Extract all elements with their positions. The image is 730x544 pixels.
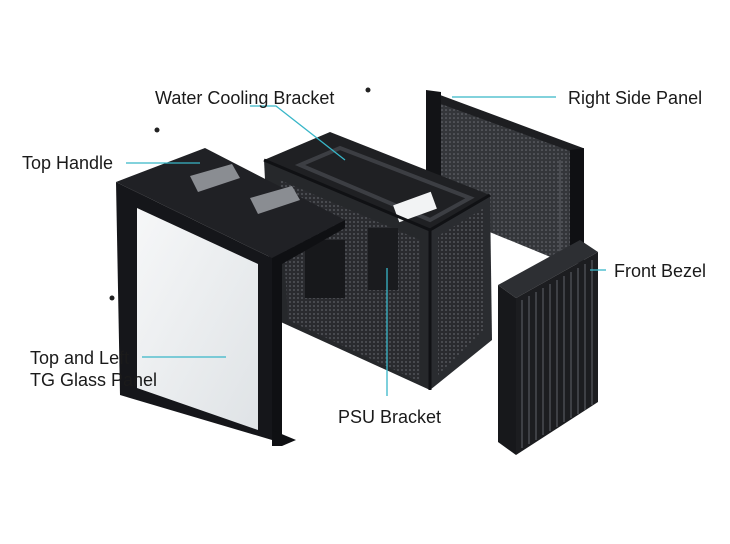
- label-top-left-glass-panel: Top and Left TG Glass Panel: [30, 347, 157, 391]
- leader-lines: [126, 96, 606, 396]
- label-right-side-panel: Right Side Panel: [568, 88, 703, 108]
- label-top-handle: Top Handle: [22, 153, 114, 173]
- chassis-frame-part: [263, 132, 492, 390]
- label-glass-line2: TG Glass Panel: [30, 370, 158, 390]
- label-front-bezel: Front Bezel: [614, 261, 707, 281]
- label-water-cooling-bracket: Water Cooling Bracket: [155, 88, 335, 108]
- front-bezel-part: [498, 240, 598, 455]
- screw-icons: [109, 87, 371, 301]
- top-left-glass-panel-part: [116, 148, 345, 446]
- leader-water-cooling: [250, 105, 346, 161]
- right-side-panel-part: [426, 90, 584, 265]
- label-psu-bracket: PSU Bracket: [338, 407, 442, 427]
- label-glass-line1: Top and Left: [30, 348, 130, 368]
